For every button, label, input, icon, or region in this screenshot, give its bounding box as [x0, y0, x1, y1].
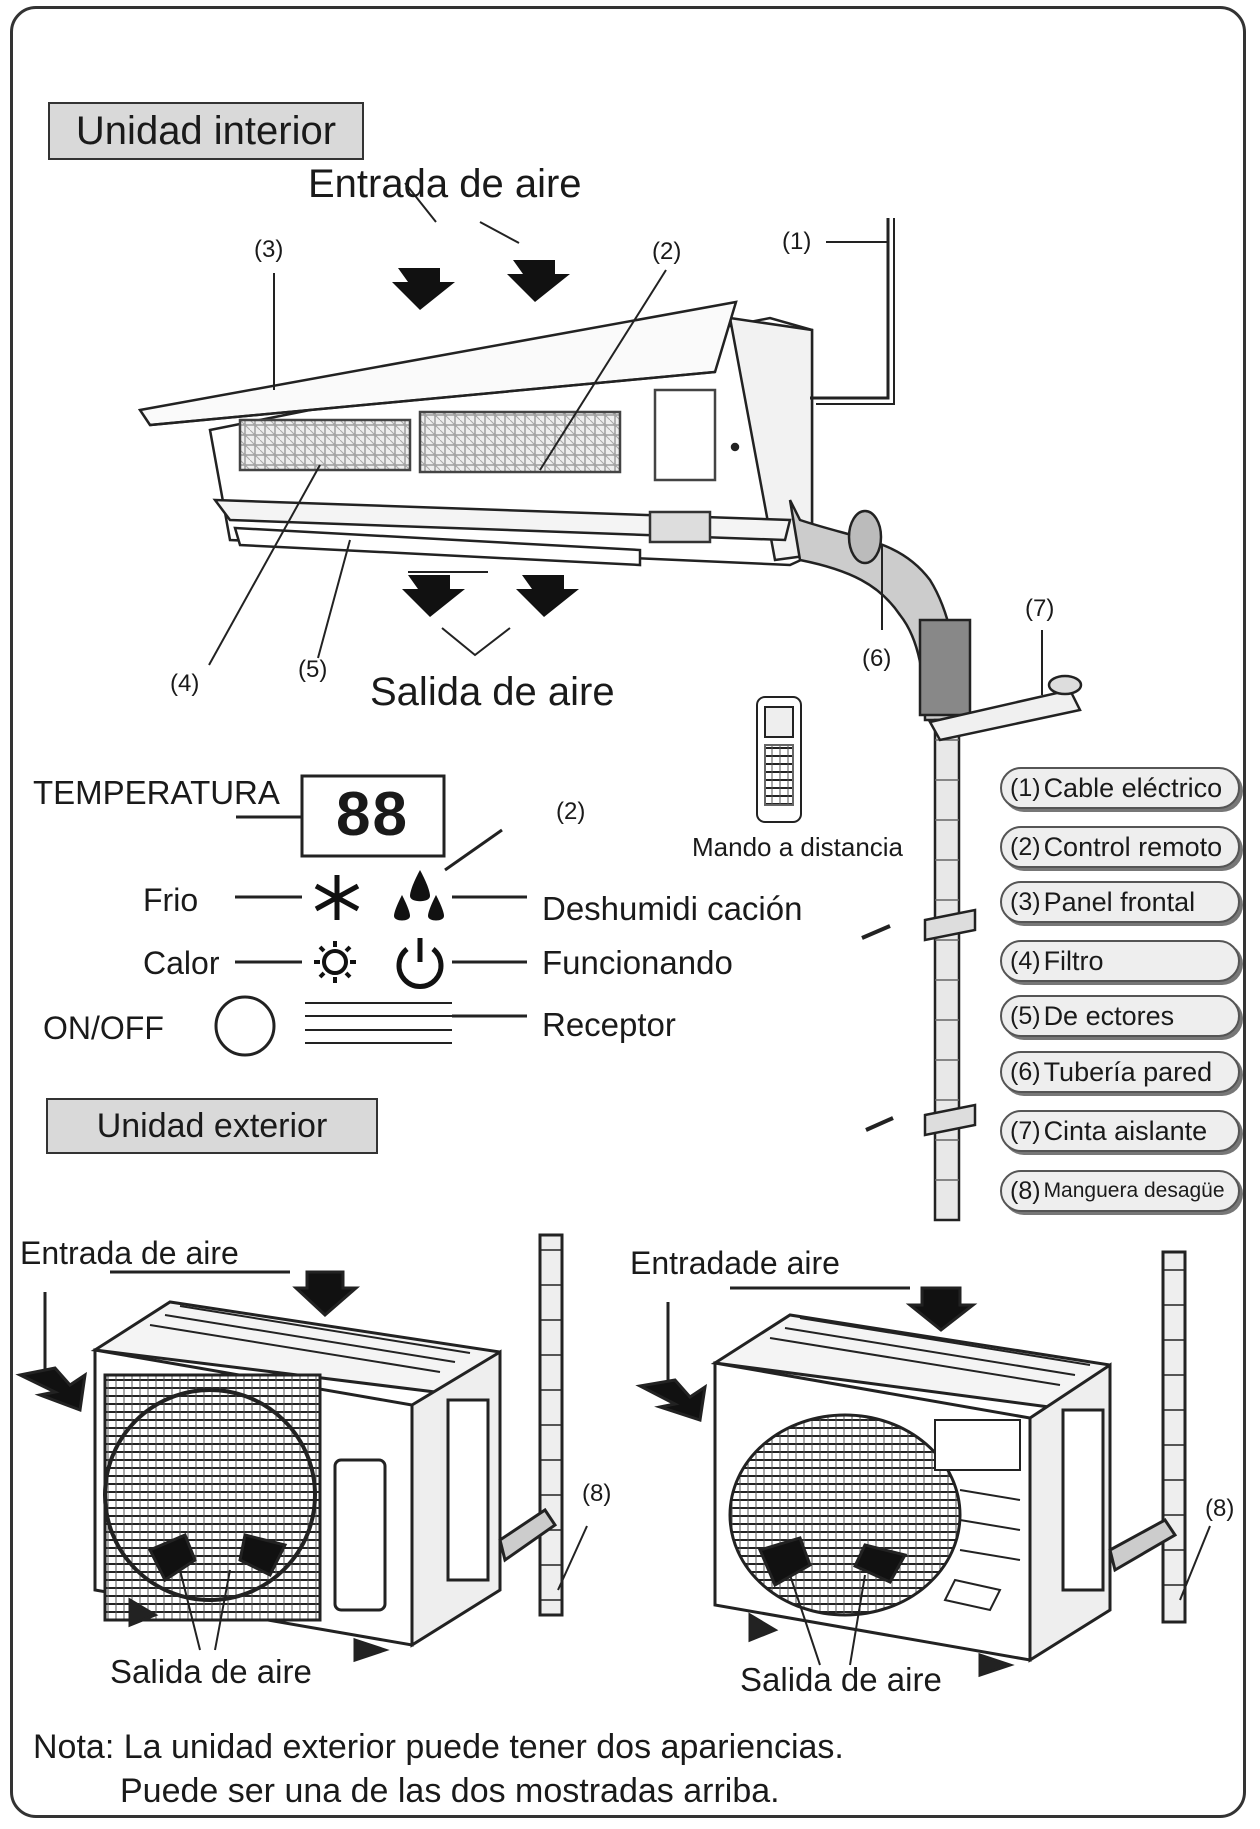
indoor-air-in-label: Entrada de aire: [308, 162, 582, 206]
temperature-label: TEMPERATURA: [33, 774, 280, 811]
outdoor-left-air-in-label: Entrada de aire: [20, 1235, 239, 1271]
wall-pipe-drawing: [861, 674, 1083, 1222]
onoff-label: ON/OFF: [43, 1010, 164, 1046]
indoor-leader-lines: [208, 182, 1043, 695]
outdoor-right-callout-8: (8): [1205, 1495, 1235, 1522]
outdoor-left-air-out-label: Salida de aire: [110, 1653, 312, 1690]
outdoor-right-air-out-label: Salida de aire: [740, 1661, 942, 1698]
callout-7: (7): [1025, 595, 1055, 622]
receiver-label: Receptor: [542, 1006, 676, 1043]
callout-5: (5): [298, 656, 328, 683]
water-drops-icon: [394, 870, 444, 921]
callout-3: (3): [254, 236, 284, 263]
indoor-unit-drawing: [137, 218, 972, 722]
legend-item: (8)Manguera desagüe: [1000, 1170, 1240, 1212]
outdoor-right-air-in-label: Entradade aire: [630, 1245, 840, 1281]
callout-2: (2): [652, 238, 682, 265]
page-frame: [10, 6, 1246, 1818]
heat-label: Calor: [143, 945, 220, 981]
display-panel-drawing: [214, 774, 527, 1057]
outdoor-unit-header: Unidad exterior: [46, 1098, 378, 1154]
callout-1: (1): [782, 228, 812, 255]
remote-label: Mando a distancia: [692, 832, 904, 862]
indoor-unit-header: Unidad interior: [48, 102, 364, 160]
arrow-down-icon: [392, 260, 579, 617]
running-label: Funcionando: [542, 944, 733, 981]
power-icon: [396, 938, 444, 989]
callout-4: (4): [170, 670, 200, 697]
outdoor-left-callout-8: (8): [582, 1480, 612, 1507]
indoor-air-out-label: Salida de aire: [370, 670, 615, 714]
legend-item: (1)Cable eléctrico: [1000, 767, 1240, 809]
display-callout-2: (2): [556, 798, 586, 825]
temperature-display: 88: [336, 780, 409, 849]
note-line-2: Puede ser una de las dos mostradas arrib…: [120, 1772, 780, 1810]
callout-6: (6): [862, 645, 892, 672]
note-line-1: Nota: La unidad exterior puede tener dos…: [33, 1728, 844, 1766]
outdoor-unit-left-drawing: [90, 1233, 564, 1663]
cold-label: Frio: [143, 882, 199, 918]
outdoor-left-arrows: [15, 1270, 588, 1651]
dehumidify-label: Deshumidi cación: [542, 890, 803, 927]
snowflake-icon: [314, 875, 360, 920]
legend-item: (3)Panel frontal: [1000, 881, 1240, 923]
legend-item: (6)Tubería pared: [1000, 1051, 1240, 1093]
legend-item: (2)Control remoto: [1000, 826, 1240, 868]
outdoor-right-arrows: [635, 1286, 1211, 1666]
sun-icon: [314, 941, 356, 983]
legend-item: (7)Cinta aislante: [1000, 1110, 1240, 1152]
legend-item: (4)Filtro: [1000, 940, 1240, 982]
remote-control-drawing: [756, 696, 802, 823]
legend-item: (5)De ectores: [1000, 995, 1240, 1037]
